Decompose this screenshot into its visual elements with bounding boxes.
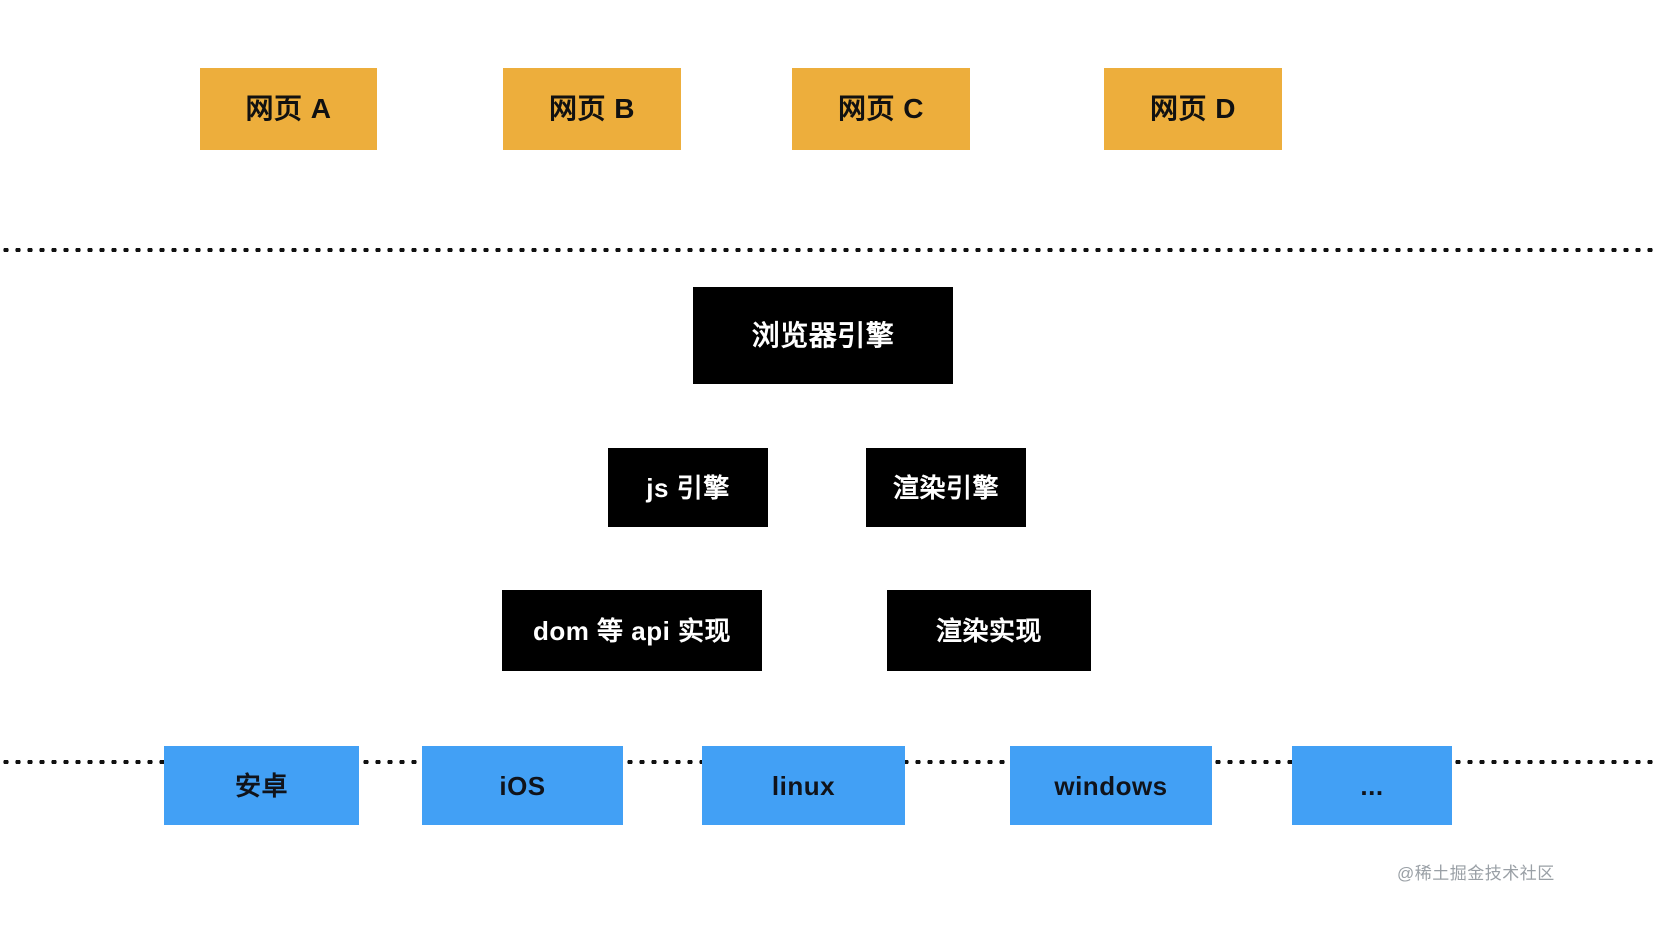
- node-web-page-b[interactable]: 网页 B: [503, 68, 681, 150]
- node-os-linux[interactable]: linux: [702, 746, 905, 825]
- node-js-engine[interactable]: js 引擎: [608, 448, 768, 527]
- node-dom-api-implementation[interactable]: dom 等 api 实现: [502, 590, 762, 671]
- node-web-page-c[interactable]: 网页 C: [792, 68, 970, 150]
- node-os-android[interactable]: 安卓: [164, 746, 359, 825]
- node-web-page-a[interactable]: 网页 A: [200, 68, 377, 150]
- watermark-text: @稀土掘金技术社区: [1397, 864, 1555, 883]
- node-render-implementation[interactable]: 渲染实现: [887, 590, 1091, 671]
- node-browser-engine[interactable]: 浏览器引擎: [693, 287, 953, 384]
- node-render-engine[interactable]: 渲染引擎: [866, 448, 1026, 527]
- node-web-page-d[interactable]: 网页 D: [1104, 68, 1282, 150]
- node-os-more[interactable]: ...: [1292, 746, 1452, 825]
- node-os-windows[interactable]: windows: [1010, 746, 1212, 825]
- divider-pages-engine: [0, 248, 1656, 252]
- node-os-ios[interactable]: iOS: [422, 746, 623, 825]
